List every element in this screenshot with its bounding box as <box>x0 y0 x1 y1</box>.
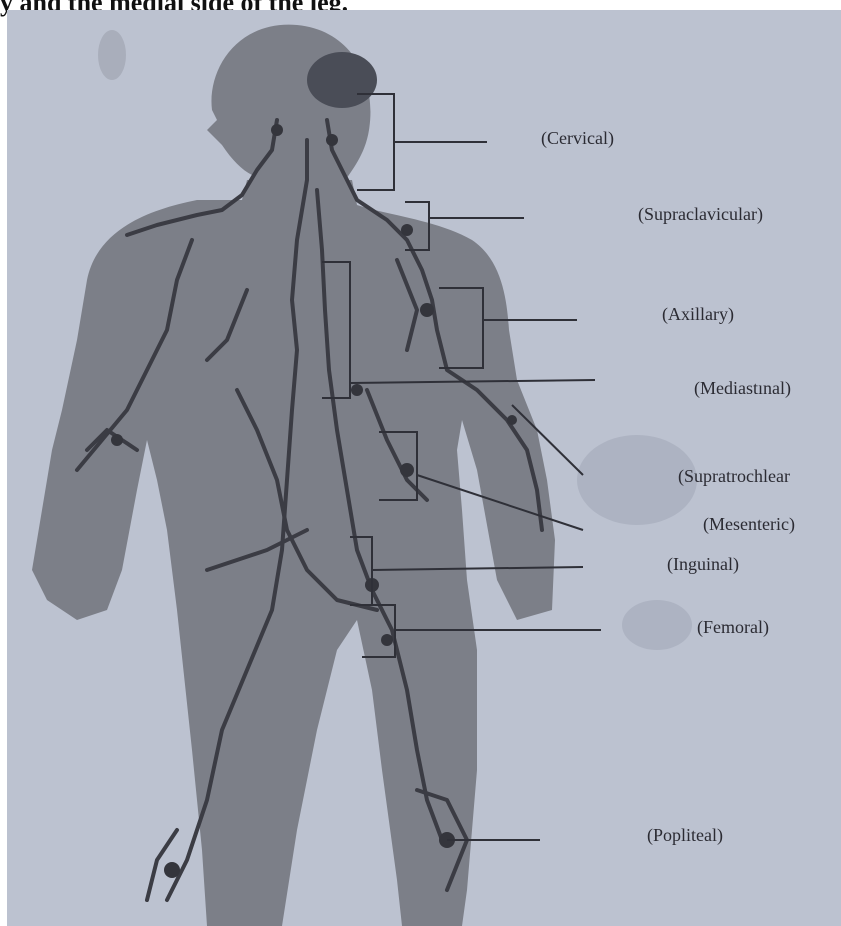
smudge <box>98 30 126 80</box>
head-shading <box>307 52 377 108</box>
label-supraclavicular: (Supraclavicular) <box>638 204 763 225</box>
smudge <box>622 600 692 650</box>
label-inguinal: (Inguinal) <box>667 554 739 575</box>
lymphatic-diagram-photo: (Cervical) (Supraclavicular) (Axillary) … <box>7 10 841 926</box>
label-supratrochlear: (Supratrochlear <box>678 466 790 487</box>
label-popliteal: (Popliteal) <box>647 825 723 846</box>
label-axillary: (Axillary) <box>662 304 734 325</box>
label-femoral: (Femoral) <box>697 617 769 638</box>
label-mesenteric: (Mesenteric) <box>703 514 795 535</box>
label-cervical: (Cervical) <box>541 128 614 149</box>
label-mediastinal: (Mediastınal) <box>694 378 791 399</box>
